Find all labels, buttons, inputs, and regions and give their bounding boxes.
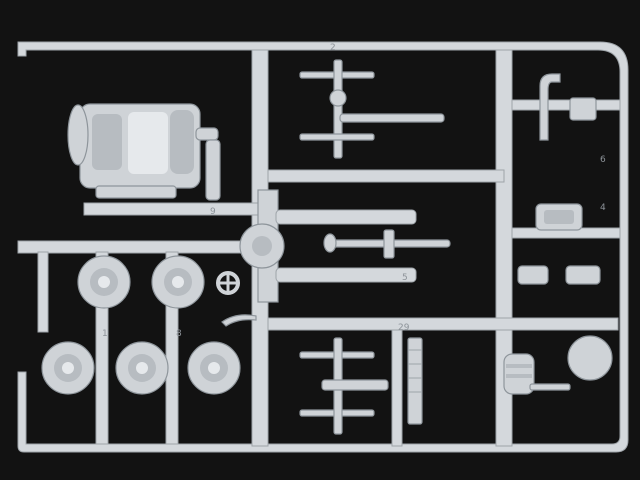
central-hub-part [239, 189, 417, 303]
sprue-frame [17, 41, 629, 453]
lever-part [221, 314, 257, 327]
sprue-number: 4 [600, 203, 606, 213]
exhaust-pipe-part [539, 73, 597, 141]
sprue-number: 5 [402, 273, 408, 283]
sprue-number: 6 [600, 155, 606, 165]
rod-part [323, 229, 451, 259]
steering-wheel-part [216, 271, 240, 295]
rear-axle-part [299, 337, 389, 435]
sprue-number: 1 [102, 329, 108, 339]
muffler-part [517, 265, 601, 285]
sprue-number: 8 [176, 329, 182, 339]
wheel-top-right [151, 255, 205, 309]
wheel-top-left [77, 255, 131, 309]
front-axle-part [299, 59, 445, 159]
sprue-number: 29 [398, 323, 410, 333]
round-plate-part [567, 335, 613, 381]
wheel-bottom-middle [115, 341, 169, 395]
sprue-number: 2 [330, 43, 336, 53]
wheel-bottom-left [41, 341, 95, 395]
engine-part [67, 103, 221, 201]
fuel-tank-part [535, 203, 583, 231]
sprue-number: 9 [210, 207, 216, 217]
air-filter-part [503, 353, 571, 395]
leaf-spring-part [407, 337, 423, 425]
wheel-bottom-right [187, 341, 241, 395]
